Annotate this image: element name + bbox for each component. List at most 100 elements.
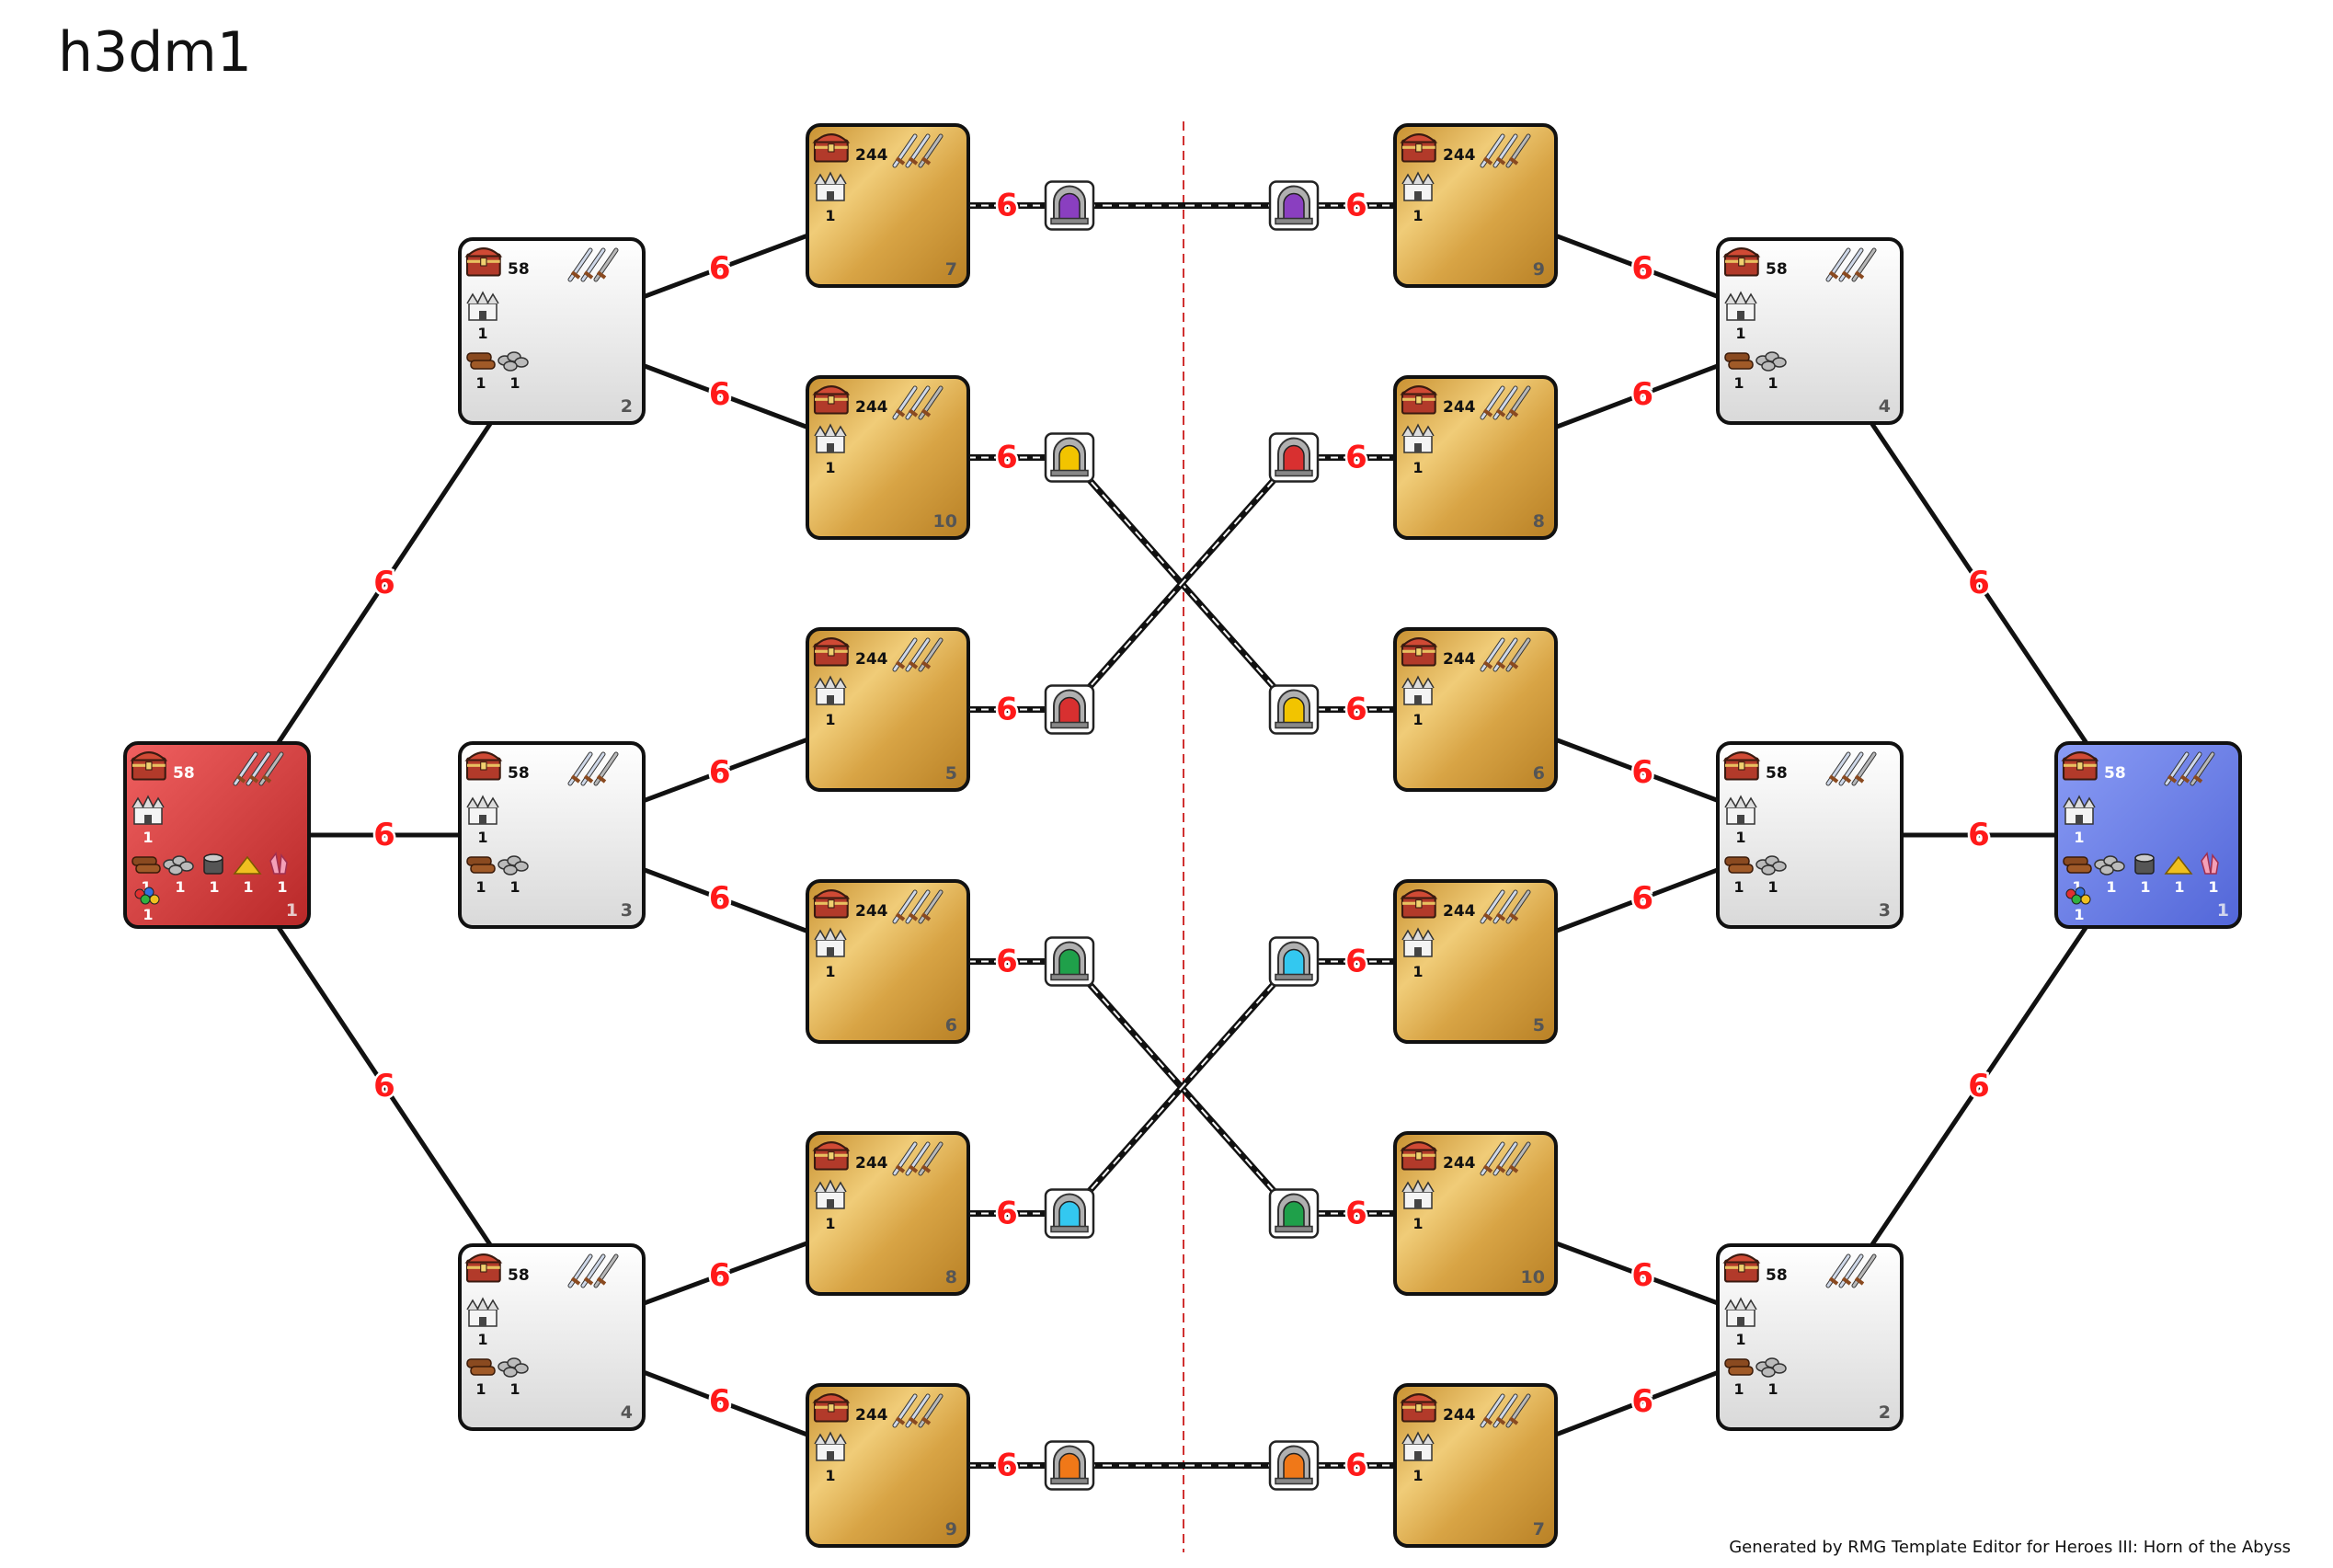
gems-icon	[134, 887, 160, 905]
treasure-chest-icon	[1722, 247, 1761, 277]
castle-icon	[1724, 795, 1757, 825]
zone-treasure-value: 244	[855, 902, 888, 921]
zone-number: 1	[2217, 900, 2229, 921]
resource-count: 1	[175, 878, 185, 896]
monster-strength-icon	[2164, 751, 2215, 786]
wood-icon	[1724, 352, 1754, 370]
treasure-chest-icon	[1400, 385, 1438, 415]
zone-number: 8	[1533, 511, 1545, 532]
resource-count: 1	[1733, 374, 1744, 392]
resource-count: 1	[475, 374, 486, 392]
resource-count: 1	[2140, 878, 2150, 896]
connection-label: 6	[1631, 250, 1653, 287]
zone-number: 6	[945, 1015, 957, 1036]
zone-box	[806, 123, 970, 288]
zone-treasure-value: 244	[855, 1154, 888, 1173]
castle-icon	[814, 927, 847, 957]
zone-box	[1393, 1383, 1558, 1548]
portal-gate-icon	[1268, 936, 1320, 987]
resource-count: 1	[1733, 1380, 1744, 1398]
connection-label: 6	[709, 880, 731, 917]
zone-box	[123, 741, 311, 929]
castle-icon	[1401, 1431, 1435, 1461]
castle-icon	[1401, 927, 1435, 957]
wood-icon	[1724, 1358, 1754, 1376]
treasure-chest-icon	[812, 637, 851, 667]
treasure-chest-icon	[1400, 133, 1438, 163]
connection-label: 6	[1968, 817, 1990, 853]
crystal-icon	[2201, 852, 2219, 875]
zone-number: 7	[1533, 1519, 1545, 1539]
zone-box	[1716, 1243, 1904, 1431]
zone-number: 1	[286, 900, 298, 921]
gems-icon	[2065, 887, 2091, 905]
castle-icon	[814, 423, 847, 453]
connection-label: 6	[373, 1068, 395, 1104]
ore-icon	[1755, 1357, 1787, 1378]
castle-count: 1	[1412, 963, 1423, 980]
treasure-chest-icon	[812, 1141, 851, 1171]
castle-icon	[1401, 675, 1435, 705]
monster-strength-icon	[567, 1253, 619, 1288]
ore-icon	[497, 855, 529, 876]
gems-count: 1	[143, 906, 153, 923]
zone-number: 2	[621, 396, 633, 417]
castle-count: 1	[1735, 829, 1745, 846]
castle-icon	[814, 675, 847, 705]
ore-icon	[497, 351, 529, 372]
treasure-chest-icon	[812, 1393, 851, 1423]
resource-count: 1	[2106, 878, 2116, 896]
wood-icon	[466, 1358, 496, 1376]
castle-count: 1	[477, 325, 487, 342]
treasure-chest-icon	[812, 133, 851, 163]
portal-connection-label: 6	[1345, 1196, 1367, 1232]
connection-label: 6	[709, 1383, 731, 1420]
crystal-icon	[269, 852, 288, 875]
monster-strength-icon	[892, 133, 943, 168]
resource-count: 1	[509, 878, 520, 896]
portal-gate-icon	[1044, 936, 1095, 987]
wood-icon	[466, 352, 496, 370]
zone-box	[806, 627, 970, 792]
zone-number: 10	[1521, 1267, 1545, 1288]
zone-box	[806, 375, 970, 540]
portal-connection-label: 6	[996, 1196, 1018, 1232]
wood-icon	[1724, 856, 1754, 874]
portal-connection-label: 6	[996, 440, 1018, 476]
zone-treasure-value: 58	[1766, 260, 1788, 279]
portal-gate-icon	[1044, 1440, 1095, 1491]
castle-icon	[1724, 1297, 1757, 1327]
treasure-chest-icon	[464, 247, 503, 277]
castle-count: 1	[1412, 459, 1423, 476]
treasure-chest-icon	[812, 385, 851, 415]
resource-count: 1	[1767, 374, 1778, 392]
portal-gate-icon	[1268, 1440, 1320, 1491]
castle-icon	[1724, 291, 1757, 321]
zone-box	[806, 879, 970, 1044]
monster-strength-icon	[233, 751, 284, 786]
portal-gate-icon	[1044, 684, 1095, 735]
resource-count: 1	[1767, 1380, 1778, 1398]
portal-connection-label: 6	[996, 944, 1018, 980]
monster-strength-icon	[1480, 1141, 1531, 1176]
